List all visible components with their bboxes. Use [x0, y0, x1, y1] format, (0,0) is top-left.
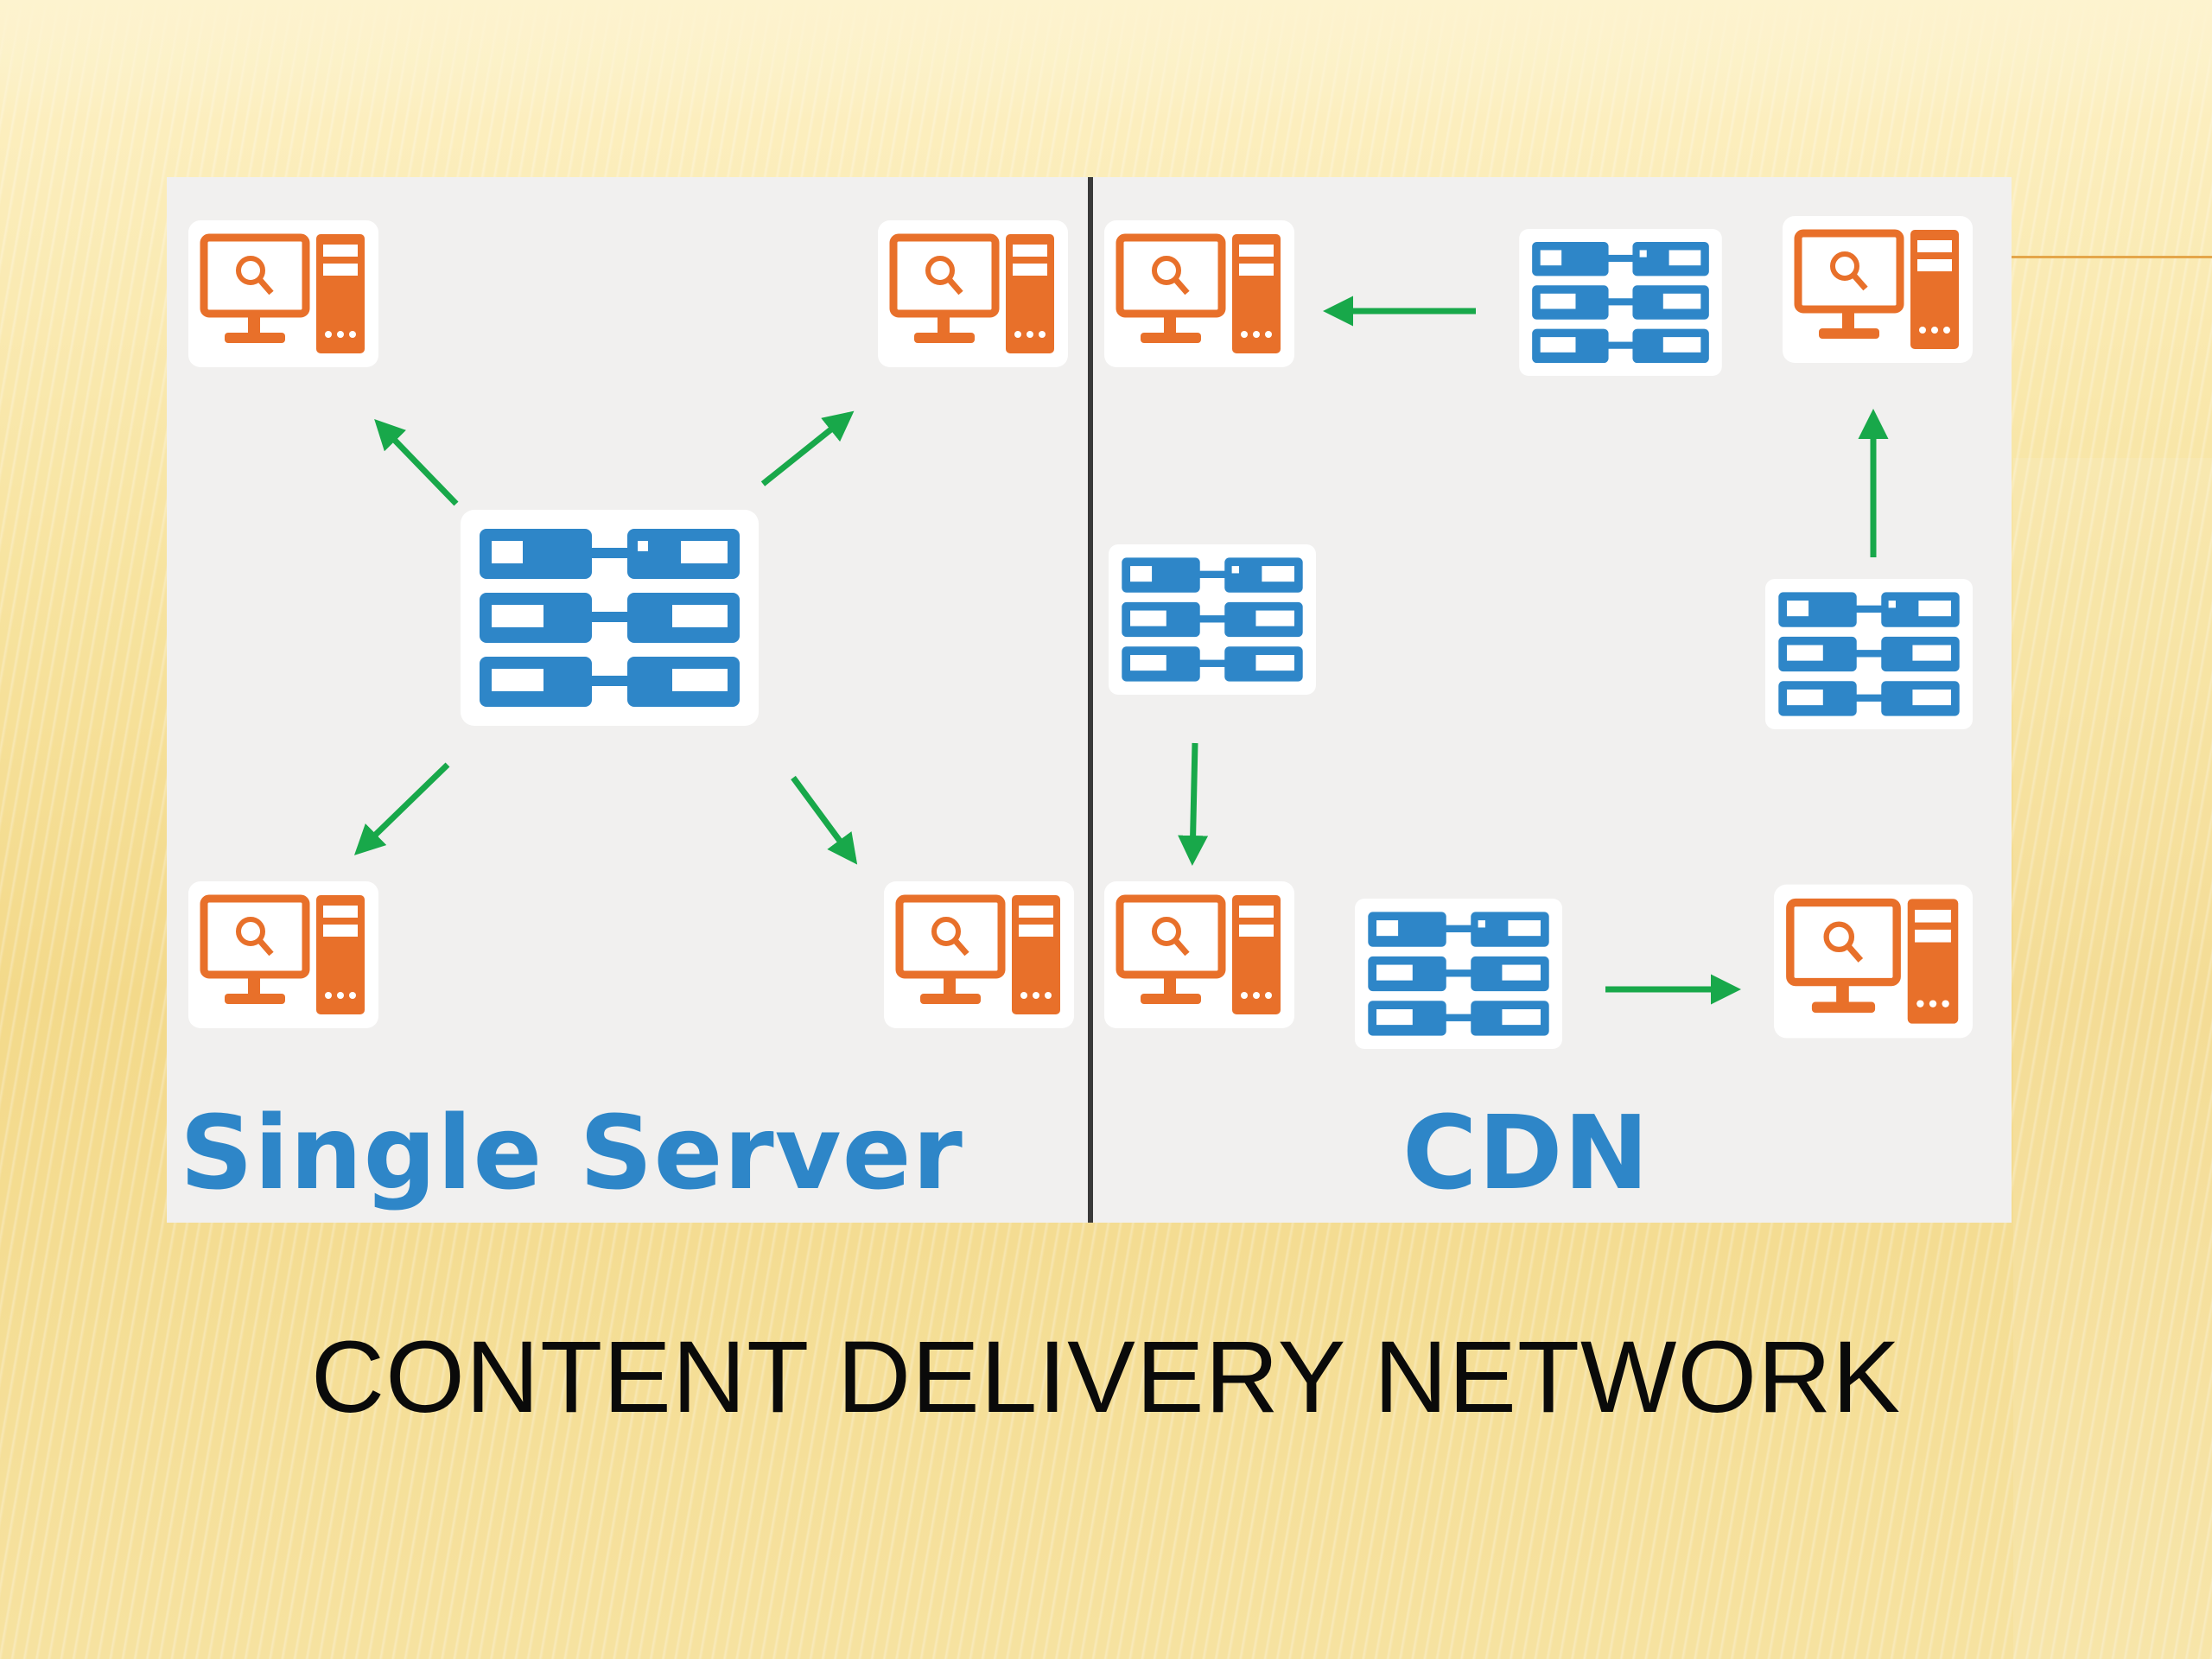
server-rack-icon	[1355, 899, 1562, 1049]
cdn-diagram: Single Server	[167, 177, 2012, 1223]
slide-background-band	[0, 0, 2212, 121]
panel-divider	[1088, 177, 1093, 1223]
client-computer-icon	[1104, 881, 1294, 1028]
slide-decoration	[2013, 458, 2212, 1659]
client-computer-icon	[1774, 881, 1973, 1041]
client-computer-icon	[188, 881, 378, 1028]
arrow-server-to-client-top-left	[374, 418, 459, 506]
server-rack-icon	[1109, 544, 1316, 695]
slide-accent-line	[2009, 256, 2212, 258]
arrow-server-to-client-top-right	[760, 410, 855, 486]
arrow-server-to-client-bottom-right	[791, 775, 858, 865]
arrow-server-to-client-bottom-left	[353, 762, 450, 855]
server-rack-icon	[1765, 579, 1973, 729]
arrow-edge-to-client-left	[1178, 742, 1209, 866]
slide-title: CONTENT DELIVERY NETWORK	[310, 1320, 1902, 1434]
client-computer-icon	[878, 220, 1068, 367]
client-computer-icon	[1783, 216, 1973, 363]
server-rack-icon	[1519, 229, 1722, 376]
single-server-label: Single Server	[180, 1093, 963, 1212]
client-computer-icon	[188, 220, 378, 367]
client-computer-icon	[884, 881, 1074, 1028]
arrows-layer	[353, 296, 1889, 1005]
server-rack-icon	[461, 510, 759, 726]
client-computer-icon	[1104, 220, 1294, 367]
cdn-label: CDN	[1402, 1093, 1650, 1212]
